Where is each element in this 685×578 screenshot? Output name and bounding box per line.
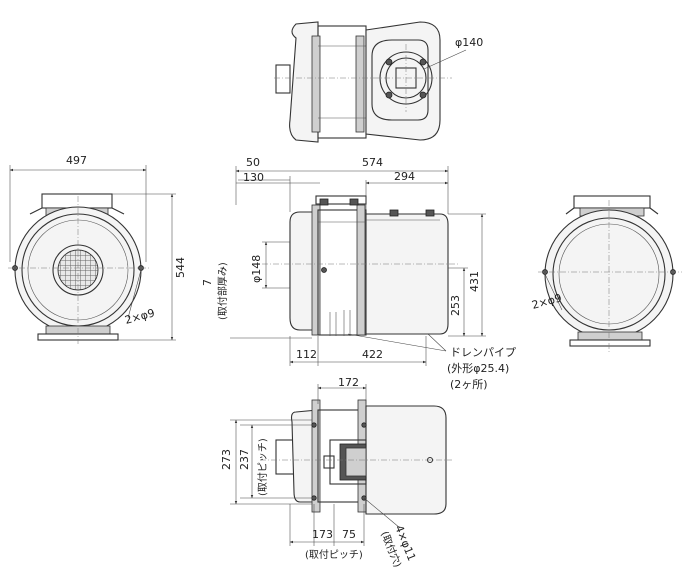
dim-mount-thickness: (取付部厚み) xyxy=(216,262,229,320)
dim-dia-140: φ140 xyxy=(455,36,483,49)
drain-size: (外形φ25.4) xyxy=(447,362,509,375)
dim-height-544: 544 xyxy=(174,257,187,278)
dim-w-75: 75 xyxy=(342,528,356,541)
dim-w-422: 422 xyxy=(362,348,383,361)
dim-width-497: 497 xyxy=(66,154,87,167)
dim-h-273: 273 xyxy=(220,449,233,470)
dim-w-294: 294 xyxy=(394,170,415,183)
dim-holes-left: 2×φ9 xyxy=(123,306,156,326)
dim-w-112: 112 xyxy=(296,348,317,361)
dim-w-173: 173 xyxy=(312,528,333,541)
dim-w-50: 50 xyxy=(246,156,260,169)
dim-h-431: 431 xyxy=(468,271,481,292)
drain-count: (2ヶ所) xyxy=(450,378,488,391)
dim-mount-7: 7 xyxy=(201,279,214,286)
dim-mount-pitch-v: (取付ピッチ) xyxy=(256,438,269,496)
dim-h-253: 253 xyxy=(449,295,462,316)
side-view xyxy=(262,195,458,336)
dim-dia-148: φ148 xyxy=(250,255,263,283)
top-view xyxy=(274,21,467,143)
front-view xyxy=(8,193,150,344)
bottom-view xyxy=(260,399,452,529)
drain-title: ドレンパイプ xyxy=(450,346,516,359)
dim-w-130: 130 xyxy=(243,171,264,184)
dim-h-237: 237 xyxy=(238,449,251,470)
dim-w-172: 172 xyxy=(338,376,359,389)
dim-mount-pitch-h: (取付ピッチ) xyxy=(305,548,363,561)
dim-w-574: 574 xyxy=(362,156,383,169)
rear-view xyxy=(538,195,682,352)
